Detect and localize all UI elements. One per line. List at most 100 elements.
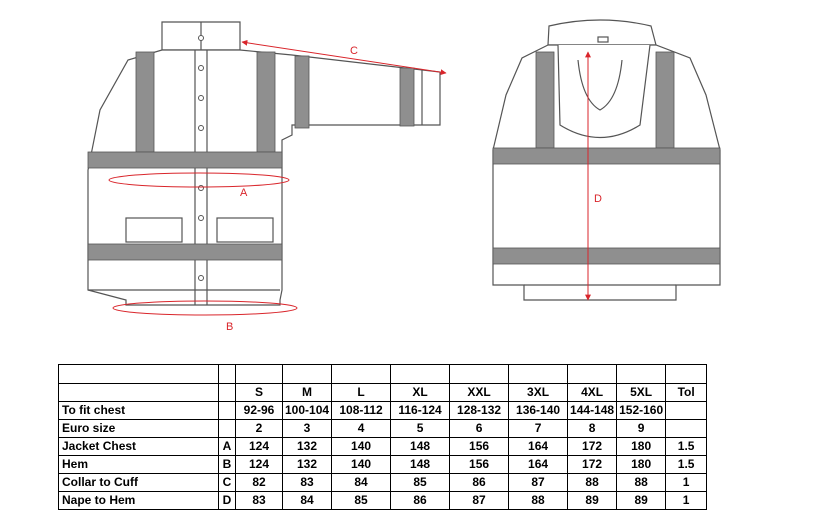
table-cell: 88 [616, 473, 667, 492]
table-cell: 180 [616, 455, 667, 474]
table-cell: 132 [281, 437, 333, 456]
table-cell: 132 [281, 455, 333, 474]
table-cell: 83 [281, 473, 333, 492]
table-cell: 3 [281, 419, 333, 438]
row-label: Collar to Cuff [58, 473, 219, 492]
table-cell [665, 364, 708, 384]
table-cell [616, 364, 667, 384]
header-5xl: 5XL [616, 383, 667, 402]
jacket-diagrams: C A B D [87, 19, 721, 333]
row-code: A [218, 437, 236, 456]
table-cell: 144-148 [567, 401, 618, 420]
row-label: Nape to Hem [58, 491, 219, 510]
size-chart-table: S M L XL XXL 3XL 4XL 5XL Tol To fit ches… [58, 364, 708, 510]
row-label: Hem [58, 455, 219, 474]
table-cell: 152-160 [616, 401, 667, 420]
table-cell: 1 [665, 491, 708, 510]
measure-label-d: D [594, 193, 602, 205]
table-cell [665, 401, 708, 420]
table-cell: 1.5 [665, 455, 708, 474]
table-cell: 88 [508, 491, 569, 510]
table-cell: 172 [567, 455, 618, 474]
row-code [218, 401, 236, 420]
header-tol: Tol [665, 383, 708, 402]
table-cell: 1 [665, 473, 708, 492]
table-cell: 87 [508, 473, 569, 492]
row-label: Euro size [58, 419, 219, 438]
table-cell [665, 419, 708, 438]
table-cell: 172 [567, 437, 618, 456]
table-cell: 164 [508, 455, 569, 474]
table-cell: 164 [508, 437, 569, 456]
table-cell: 128-132 [449, 401, 510, 420]
measure-label-a: A [240, 187, 248, 199]
table-cell: 89 [567, 491, 618, 510]
header-l: L [331, 383, 392, 402]
table-cell: 180 [616, 437, 667, 456]
table-cell: 86 [449, 473, 510, 492]
table-header-row: S M L XL XXL 3XL 4XL 5XL Tol [58, 383, 708, 402]
measure-label-b: B [226, 321, 233, 333]
back-reflective-bands [492, 51, 721, 265]
table-cell: 82 [235, 473, 283, 492]
table-cell: 6 [449, 419, 510, 438]
table-cell: 148 [390, 455, 451, 474]
table-cell [331, 364, 392, 384]
table-cell [218, 383, 236, 402]
table-cell: 88 [567, 473, 618, 492]
table-blank-row [58, 364, 708, 384]
table-cell: 156 [449, 455, 510, 474]
table-cell: 156 [449, 437, 510, 456]
table-cell: 85 [390, 473, 451, 492]
table-cell [218, 364, 236, 384]
measurement-lines [108, 39, 591, 316]
table-cell: 108-112 [331, 401, 392, 420]
table-cell: 89 [616, 491, 667, 510]
header-4xl: 4XL [567, 383, 618, 402]
front-reflective-bands [87, 51, 415, 261]
table-cell: 8 [567, 419, 618, 438]
table-cell: 84 [331, 473, 392, 492]
table-cell: 5 [390, 419, 451, 438]
table-cell: 87 [449, 491, 510, 510]
table-cell: 148 [390, 437, 451, 456]
table-cell: 140 [331, 437, 392, 456]
table-cell: 86 [390, 491, 451, 510]
table-cell [390, 364, 451, 384]
row-label: Jacket Chest [58, 437, 219, 456]
row-code: C [218, 473, 236, 492]
table-cell [281, 364, 333, 384]
table-cell [58, 364, 219, 384]
table-cell [567, 364, 618, 384]
measure-label-c: C [350, 45, 358, 57]
table-cell: 9 [616, 419, 667, 438]
table-cell: 84 [281, 491, 333, 510]
table-cell: 1.5 [665, 437, 708, 456]
row-code: D [218, 491, 236, 510]
table-cell: 124 [235, 455, 283, 474]
table-cell: 124 [235, 437, 283, 456]
table-cell: 136-140 [508, 401, 569, 420]
header-3xl: 3XL [508, 383, 569, 402]
table-cell: 83 [235, 491, 283, 510]
table-cell: 4 [331, 419, 392, 438]
table-cell: 85 [331, 491, 392, 510]
table-cell [449, 364, 510, 384]
table-cell [508, 364, 569, 384]
table-cell: 100-104 [281, 401, 333, 420]
header-m: M [281, 383, 333, 402]
header-xxl: XXL [449, 383, 510, 402]
table-cell: 7 [508, 419, 569, 438]
row-code: B [218, 455, 236, 474]
row-label: To fit chest [58, 401, 219, 420]
table-cell: 2 [235, 419, 283, 438]
table-cell [58, 383, 219, 402]
table-cell: 116-124 [390, 401, 451, 420]
